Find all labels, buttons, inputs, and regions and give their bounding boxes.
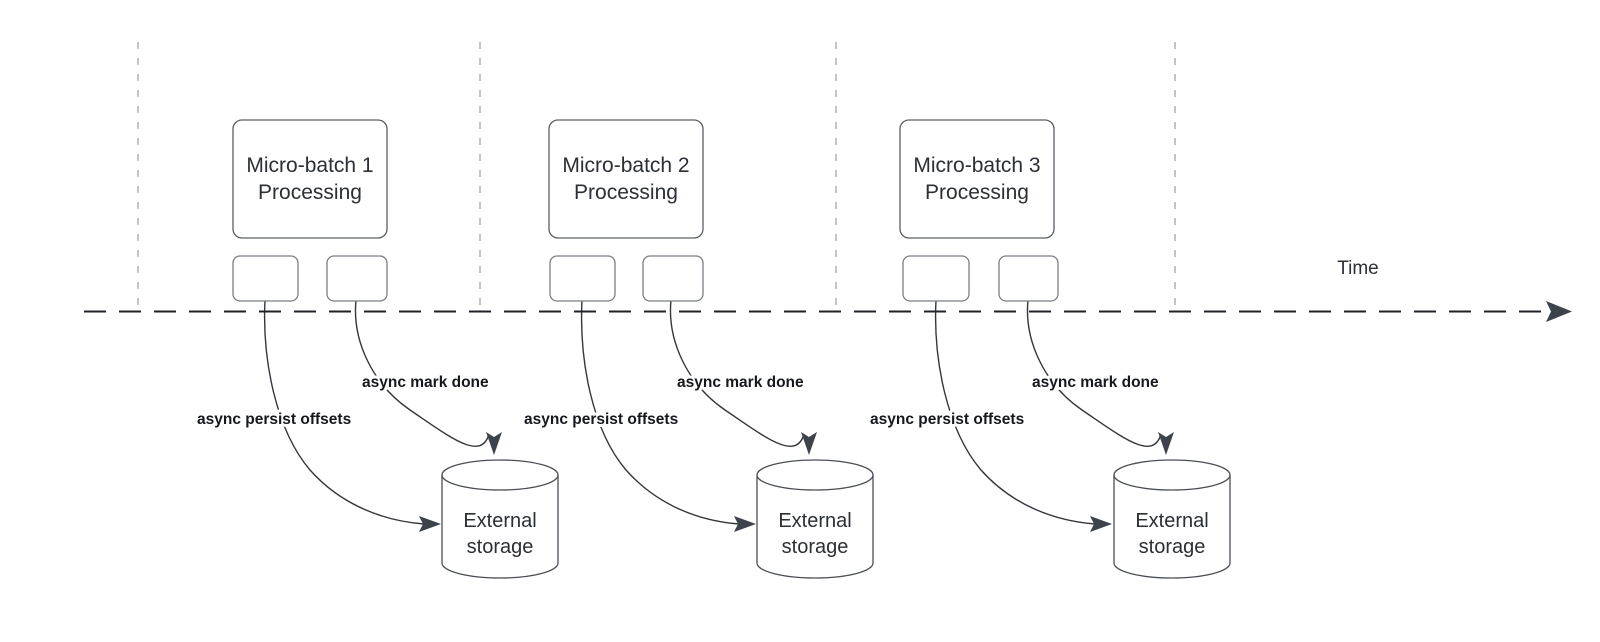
persist-offsets-arrowhead-1	[419, 516, 441, 532]
mark-done-label-2-halo: async mark done	[677, 374, 804, 391]
mark-done-label-2: async mark done	[677, 374, 804, 391]
persist-offsets-label-2: async persist offsets	[524, 411, 678, 428]
timeline-arrowhead	[1546, 301, 1572, 322]
persist-offsets-label-3: async persist offsets	[870, 411, 1024, 428]
cylinder-top-3	[1113, 459, 1231, 491]
micro-batch-2-box[interactable]	[548, 119, 704, 239]
persist-offsets-curve-3	[934, 299, 1096, 525]
micro-batch-1-label-line2: Processing	[258, 181, 362, 204]
persist-offsets-label-3-halo: async persist offsets	[870, 411, 1024, 428]
group-3: Micro-batch 3 Processing External storag…	[867, 119, 1231, 579]
mark-done-label-1-halo: async mark done	[362, 374, 489, 391]
external-storage-1-line2: storage	[467, 536, 534, 558]
task-box-3a[interactable]	[902, 255, 970, 302]
external-storage-1[interactable]: External storage	[441, 459, 559, 579]
mark-done-arrowhead-2	[801, 432, 817, 455]
group-3-flows	[934, 299, 1174, 532]
task-box-3b[interactable]	[998, 255, 1059, 302]
cylinder-body-3	[1113, 475, 1231, 579]
micro-batch-2-label-line2: Processing	[574, 181, 678, 204]
external-storage-2-line2: storage	[782, 536, 849, 558]
time-axis-label: Time	[1337, 258, 1379, 279]
micro-batch-1-box[interactable]	[232, 119, 388, 239]
micro-batch-2-label-line1: Micro-batch 2	[562, 154, 689, 177]
micro-batch-3-label-line2: Processing	[925, 181, 1029, 204]
task-box-2b[interactable]	[642, 255, 704, 302]
cylinder-top-2	[756, 459, 874, 491]
mark-done-curve-1	[354, 299, 490, 447]
mark-done-arrowhead-1	[486, 432, 502, 455]
persist-offsets-curve-2	[580, 299, 740, 525]
cylinder-top-1	[441, 459, 559, 491]
group-2-flows	[580, 299, 817, 532]
persist-offsets-arrowhead-3	[1090, 516, 1112, 532]
mark-done-curve-2	[669, 299, 805, 447]
micro-batch-1-label-line1: Micro-batch 1	[246, 154, 373, 177]
task-box-1b[interactable]	[326, 255, 388, 302]
cylinder-body-2	[756, 475, 874, 579]
persist-offsets-label-2-halo: async persist offsets	[524, 411, 678, 428]
micro-batch-3-label-line1: Micro-batch 3	[913, 154, 1040, 177]
timeline-ticks	[137, 42, 1176, 312]
persist-offsets-arrowhead-2	[734, 516, 756, 532]
group-2: Micro-batch 2 Processing External storag…	[521, 119, 874, 579]
timeline-axis-group	[84, 301, 1572, 322]
micro-batch-3-box[interactable]	[899, 119, 1055, 239]
task-box-2a[interactable]	[549, 255, 616, 302]
mark-done-label-3: async mark done	[1032, 374, 1159, 391]
persist-offsets-curve-1	[263, 299, 425, 525]
mark-done-curve-3	[1026, 299, 1162, 447]
group-1-flows	[263, 299, 502, 532]
persist-offsets-label-1: async persist offsets	[197, 411, 351, 428]
mark-done-label-3-halo: async mark done	[1032, 374, 1159, 391]
external-storage-2[interactable]: External storage	[756, 459, 874, 579]
external-storage-3-line2: storage	[1139, 536, 1206, 558]
task-box-1a[interactable]	[232, 255, 299, 302]
persist-offsets-label-1-halo: async persist offsets	[197, 411, 351, 428]
mark-done-label-1: async mark done	[362, 374, 489, 391]
group-1: Micro-batch 1 Processing External storag…	[194, 119, 559, 579]
mark-done-arrowhead-3	[1158, 432, 1174, 455]
external-storage-2-line1: External	[778, 510, 851, 532]
external-storage-1-line1: External	[463, 510, 536, 532]
external-storage-3[interactable]: External storage	[1113, 459, 1231, 579]
cylinder-body-1	[441, 475, 559, 579]
external-storage-3-line1: External	[1135, 510, 1208, 532]
